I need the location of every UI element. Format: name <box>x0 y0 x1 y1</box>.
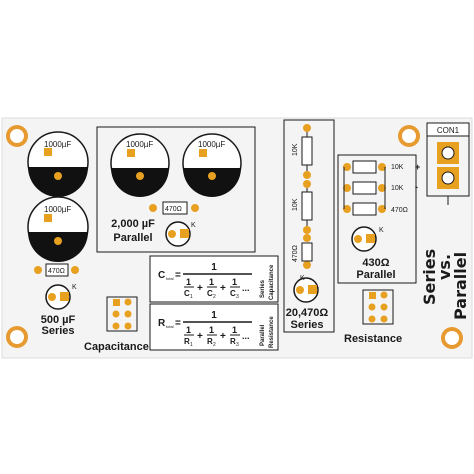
formula-equals: = <box>175 318 181 329</box>
formula-lhs: R <box>158 318 166 329</box>
fraction-term-den: C <box>230 289 236 298</box>
resistor-value-label: 470Ω <box>165 206 182 213</box>
svg-text:2: 2 <box>213 294 216 300</box>
capacitance-formula: C total = 1 1 C 1 + 1 C 2 + 1 C 3 ... Se… <box>149 255 279 303</box>
group-value: 20,470Ω <box>286 307 329 319</box>
mounting-holes <box>6 125 463 349</box>
resistance-formula: R total = 1 1 R 1 + 1 R 2 + 1 R 3 ... Pa… <box>149 303 279 351</box>
fraction-term-num: 1 <box>232 325 237 335</box>
title-line-3: Parallel <box>451 252 470 320</box>
svg-text:+: + <box>197 331 203 342</box>
capacitor: 1000µF <box>27 131 89 197</box>
formula-ellipsis: ... <box>242 283 250 293</box>
resistor: 470Ω <box>292 234 313 269</box>
svg-text:2: 2 <box>213 342 216 348</box>
parallel-resistor-group: 10K 10K 470Ω K 430Ω Parallel <box>337 154 417 284</box>
formula-lhs-sub: total <box>166 276 174 281</box>
resistor: 10K <box>292 180 313 234</box>
resistor-value-label: 10K <box>292 198 299 211</box>
cap-value-label: 1000µF <box>44 205 71 214</box>
capacitor: 1000µF <box>110 133 170 197</box>
capacitor: 1000µF <box>27 196 89 262</box>
group-value: 2,000 µF <box>111 218 155 230</box>
resistor: 470Ω <box>343 202 408 216</box>
led-cathode-mark: K <box>72 284 77 291</box>
capacitor: 1000µF <box>182 133 242 197</box>
formula-side-top: Series <box>260 279 266 298</box>
led: K <box>293 275 319 303</box>
formula-lhs-sub: total <box>166 324 174 329</box>
fraction-term-num: 1 <box>232 277 237 287</box>
fraction-term-den: R <box>207 337 213 346</box>
group-mode: Series <box>290 319 323 331</box>
fraction-term-den: R <box>184 337 190 346</box>
resistor-value-label: 470Ω <box>48 268 65 275</box>
fraction-term-num: 1 <box>186 325 191 335</box>
group-mode: Parallel <box>113 232 152 244</box>
group-mode: Series <box>41 325 74 337</box>
led: K <box>351 226 384 252</box>
resistor: 470Ω <box>34 263 79 277</box>
cap-value-label: 1000µF <box>126 140 153 149</box>
fraction-term-num: 1 <box>186 277 191 287</box>
formula-numerator: 1 <box>211 262 217 273</box>
formula-side-bottom: Resistance <box>269 316 275 348</box>
resistor: 470Ω <box>149 201 199 215</box>
connector-label: CON1 <box>437 126 460 135</box>
resistor: 10K <box>292 124 313 179</box>
connector-con1: CON1 + - <box>415 122 470 205</box>
led-cathode-mark: K <box>379 227 384 234</box>
group-mode: Parallel <box>356 269 395 281</box>
series-capacitor-group: 1000µF 1000µF 470Ω K 500 µF Series <box>27 131 89 337</box>
polarity-minus: - <box>415 182 418 192</box>
resistor-value-label: 10K <box>391 185 404 192</box>
board-title: Series vs. Parallel <box>420 249 470 320</box>
resistor-value-label: 10K <box>391 164 404 171</box>
svg-text:3: 3 <box>236 294 239 300</box>
title-line-2: vs. <box>435 254 454 280</box>
formula-equals: = <box>175 270 181 281</box>
fraction-term-den: C <box>207 289 213 298</box>
formula-lhs: C <box>158 270 165 281</box>
resistor-value-label: 470Ω <box>292 245 299 262</box>
group-value: 500 µF <box>41 314 76 326</box>
cap-value-label: 1000µF <box>44 140 71 149</box>
svg-text:3: 3 <box>236 342 239 348</box>
led: K <box>165 221 196 247</box>
svg-text:+: + <box>197 283 203 294</box>
fraction-term-den: C <box>184 289 190 298</box>
svg-text:1: 1 <box>190 294 193 300</box>
fraction-term-num: 1 <box>209 277 214 287</box>
resistance-section-label: Resistance <box>344 333 402 345</box>
cap-value-label: 1000µF <box>198 140 225 149</box>
fraction-term-den: R <box>230 337 236 346</box>
svg-text:1: 1 <box>190 342 193 348</box>
capacitance-section-label: Capacitance <box>84 341 149 353</box>
jumper-header <box>362 289 394 325</box>
formula-numerator: 1 <box>211 310 217 321</box>
formula-ellipsis: ... <box>242 331 250 341</box>
svg-text:+: + <box>220 283 226 294</box>
svg-text:+: + <box>220 331 226 342</box>
resistor-value-label: 470Ω <box>391 207 408 214</box>
polarity-plus: + <box>415 162 420 172</box>
resistor: 10K <box>343 160 404 174</box>
led-cathode-mark: K <box>191 222 196 229</box>
fraction-term-num: 1 <box>209 325 214 335</box>
series-resistor-group: 10K 10K 470Ω K 20,470Ω Series <box>283 119 335 333</box>
formula-side-bottom: Capacitance <box>269 264 275 300</box>
formula-side-top: Parallel <box>260 324 266 346</box>
resistor: 10K <box>343 181 404 195</box>
resistor-value-label: 10K <box>292 143 299 156</box>
led-cathode-mark: K <box>300 275 305 282</box>
group-value: 430Ω <box>362 257 389 269</box>
jumper-header <box>106 296 138 332</box>
title-line-1: Series <box>420 249 439 305</box>
led: K <box>45 284 77 310</box>
parallel-capacitor-group: 1000µF 1000µF 470Ω K 2,000 µF Parallel <box>96 126 256 253</box>
